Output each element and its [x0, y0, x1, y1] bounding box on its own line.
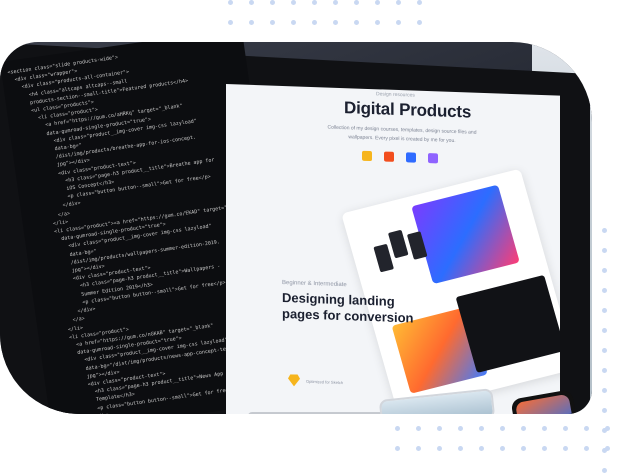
- monitor-stand: [248, 412, 468, 414]
- course-heading[interactable]: Designing landing pages for conversion: [282, 289, 414, 326]
- mockup-banner-blue: [411, 184, 520, 285]
- decorative-dot: [602, 468, 607, 473]
- decorative-dot: [605, 426, 610, 431]
- decorative-dot: [291, 20, 296, 25]
- decorative-dot: [312, 20, 317, 25]
- figma-icon: [384, 151, 394, 162]
- decorative-dot: [479, 446, 484, 451]
- decorative-dot-grid-top: [228, 0, 438, 25]
- sketch-icon: [288, 374, 300, 386]
- decorative-dot: [437, 426, 442, 431]
- decorative-dot: [270, 20, 275, 25]
- decorative-dot: [395, 426, 400, 431]
- decorative-dot: [500, 426, 505, 431]
- hero-subtitle: Collection of my design courses, templat…: [327, 124, 477, 145]
- decorative-dot: [521, 426, 526, 431]
- mockup-phone: [373, 243, 395, 273]
- decorative-dot: [602, 428, 607, 433]
- decorative-dot: [605, 446, 610, 451]
- decorative-dot: [602, 248, 607, 253]
- decorative-dot: [602, 408, 607, 413]
- decorative-dot: [500, 446, 505, 451]
- sketch-badge: Optimized for Sketch: [288, 374, 343, 388]
- decorative-dot: [584, 426, 589, 431]
- decorative-dot: [396, 20, 401, 25]
- hero-eyebrow: Design resources: [376, 91, 415, 99]
- workspace-photo: <section class="slide products-wide"> <d…: [0, 42, 592, 414]
- decorative-dot: [395, 446, 400, 451]
- smartphone-screen: [515, 393, 579, 414]
- decorative-dot: [602, 368, 607, 373]
- decorative-dot: [602, 448, 607, 453]
- decorative-dot: [458, 426, 463, 431]
- product-mockup[interactable]: [341, 168, 560, 414]
- decorative-dot: [312, 0, 317, 5]
- decorative-dot: [417, 0, 422, 5]
- decorative-dot: [249, 20, 254, 25]
- decorative-dot: [602, 268, 607, 273]
- tool-logos: [362, 150, 438, 164]
- decorative-dot: [602, 348, 607, 353]
- website-screen: Design resources Digital Products Collec…: [226, 84, 560, 414]
- decorative-dot: [375, 0, 380, 5]
- decorative-dot: [563, 426, 568, 431]
- decorative-dot: [228, 20, 233, 25]
- decorative-dot: [584, 446, 589, 451]
- decorative-dot: [542, 426, 547, 431]
- sketch-label: Optimized for Sketch: [306, 378, 344, 385]
- decorative-dot: [291, 0, 296, 5]
- decorative-dot: [416, 446, 421, 451]
- mockup-phone: [387, 229, 409, 259]
- course-kicker: Beginner & Intermediate: [282, 279, 347, 289]
- decorative-dot: [602, 388, 607, 393]
- decorative-dot: [375, 20, 380, 25]
- craft-icon: [406, 152, 416, 163]
- protopie-icon: [428, 153, 438, 164]
- hero-title: Digital Products: [344, 98, 472, 122]
- decorative-dot: [521, 446, 526, 451]
- decorative-dot: [563, 446, 568, 451]
- decorative-dot: [270, 0, 275, 5]
- decorative-dot: [416, 426, 421, 431]
- decorative-dot: [333, 20, 338, 25]
- decorative-dot: [333, 0, 338, 5]
- decorative-dot-grid-bottom: [395, 426, 625, 451]
- decorative-dot: [602, 308, 607, 313]
- sketch-icon: [362, 150, 372, 162]
- decorative-dot: [479, 426, 484, 431]
- decorative-dot: [228, 0, 233, 5]
- decorative-dot: [417, 20, 422, 25]
- decorative-dot: [458, 446, 463, 451]
- decorative-dot: [602, 328, 607, 333]
- decorative-dot: [354, 20, 359, 25]
- decorative-dot: [354, 0, 359, 5]
- decorative-dot: [542, 446, 547, 451]
- decorative-dot: [602, 288, 607, 293]
- decorative-dot: [437, 446, 442, 451]
- decorative-dot: [396, 0, 401, 5]
- decorative-dot: [602, 228, 607, 233]
- decorative-dot: [249, 0, 254, 5]
